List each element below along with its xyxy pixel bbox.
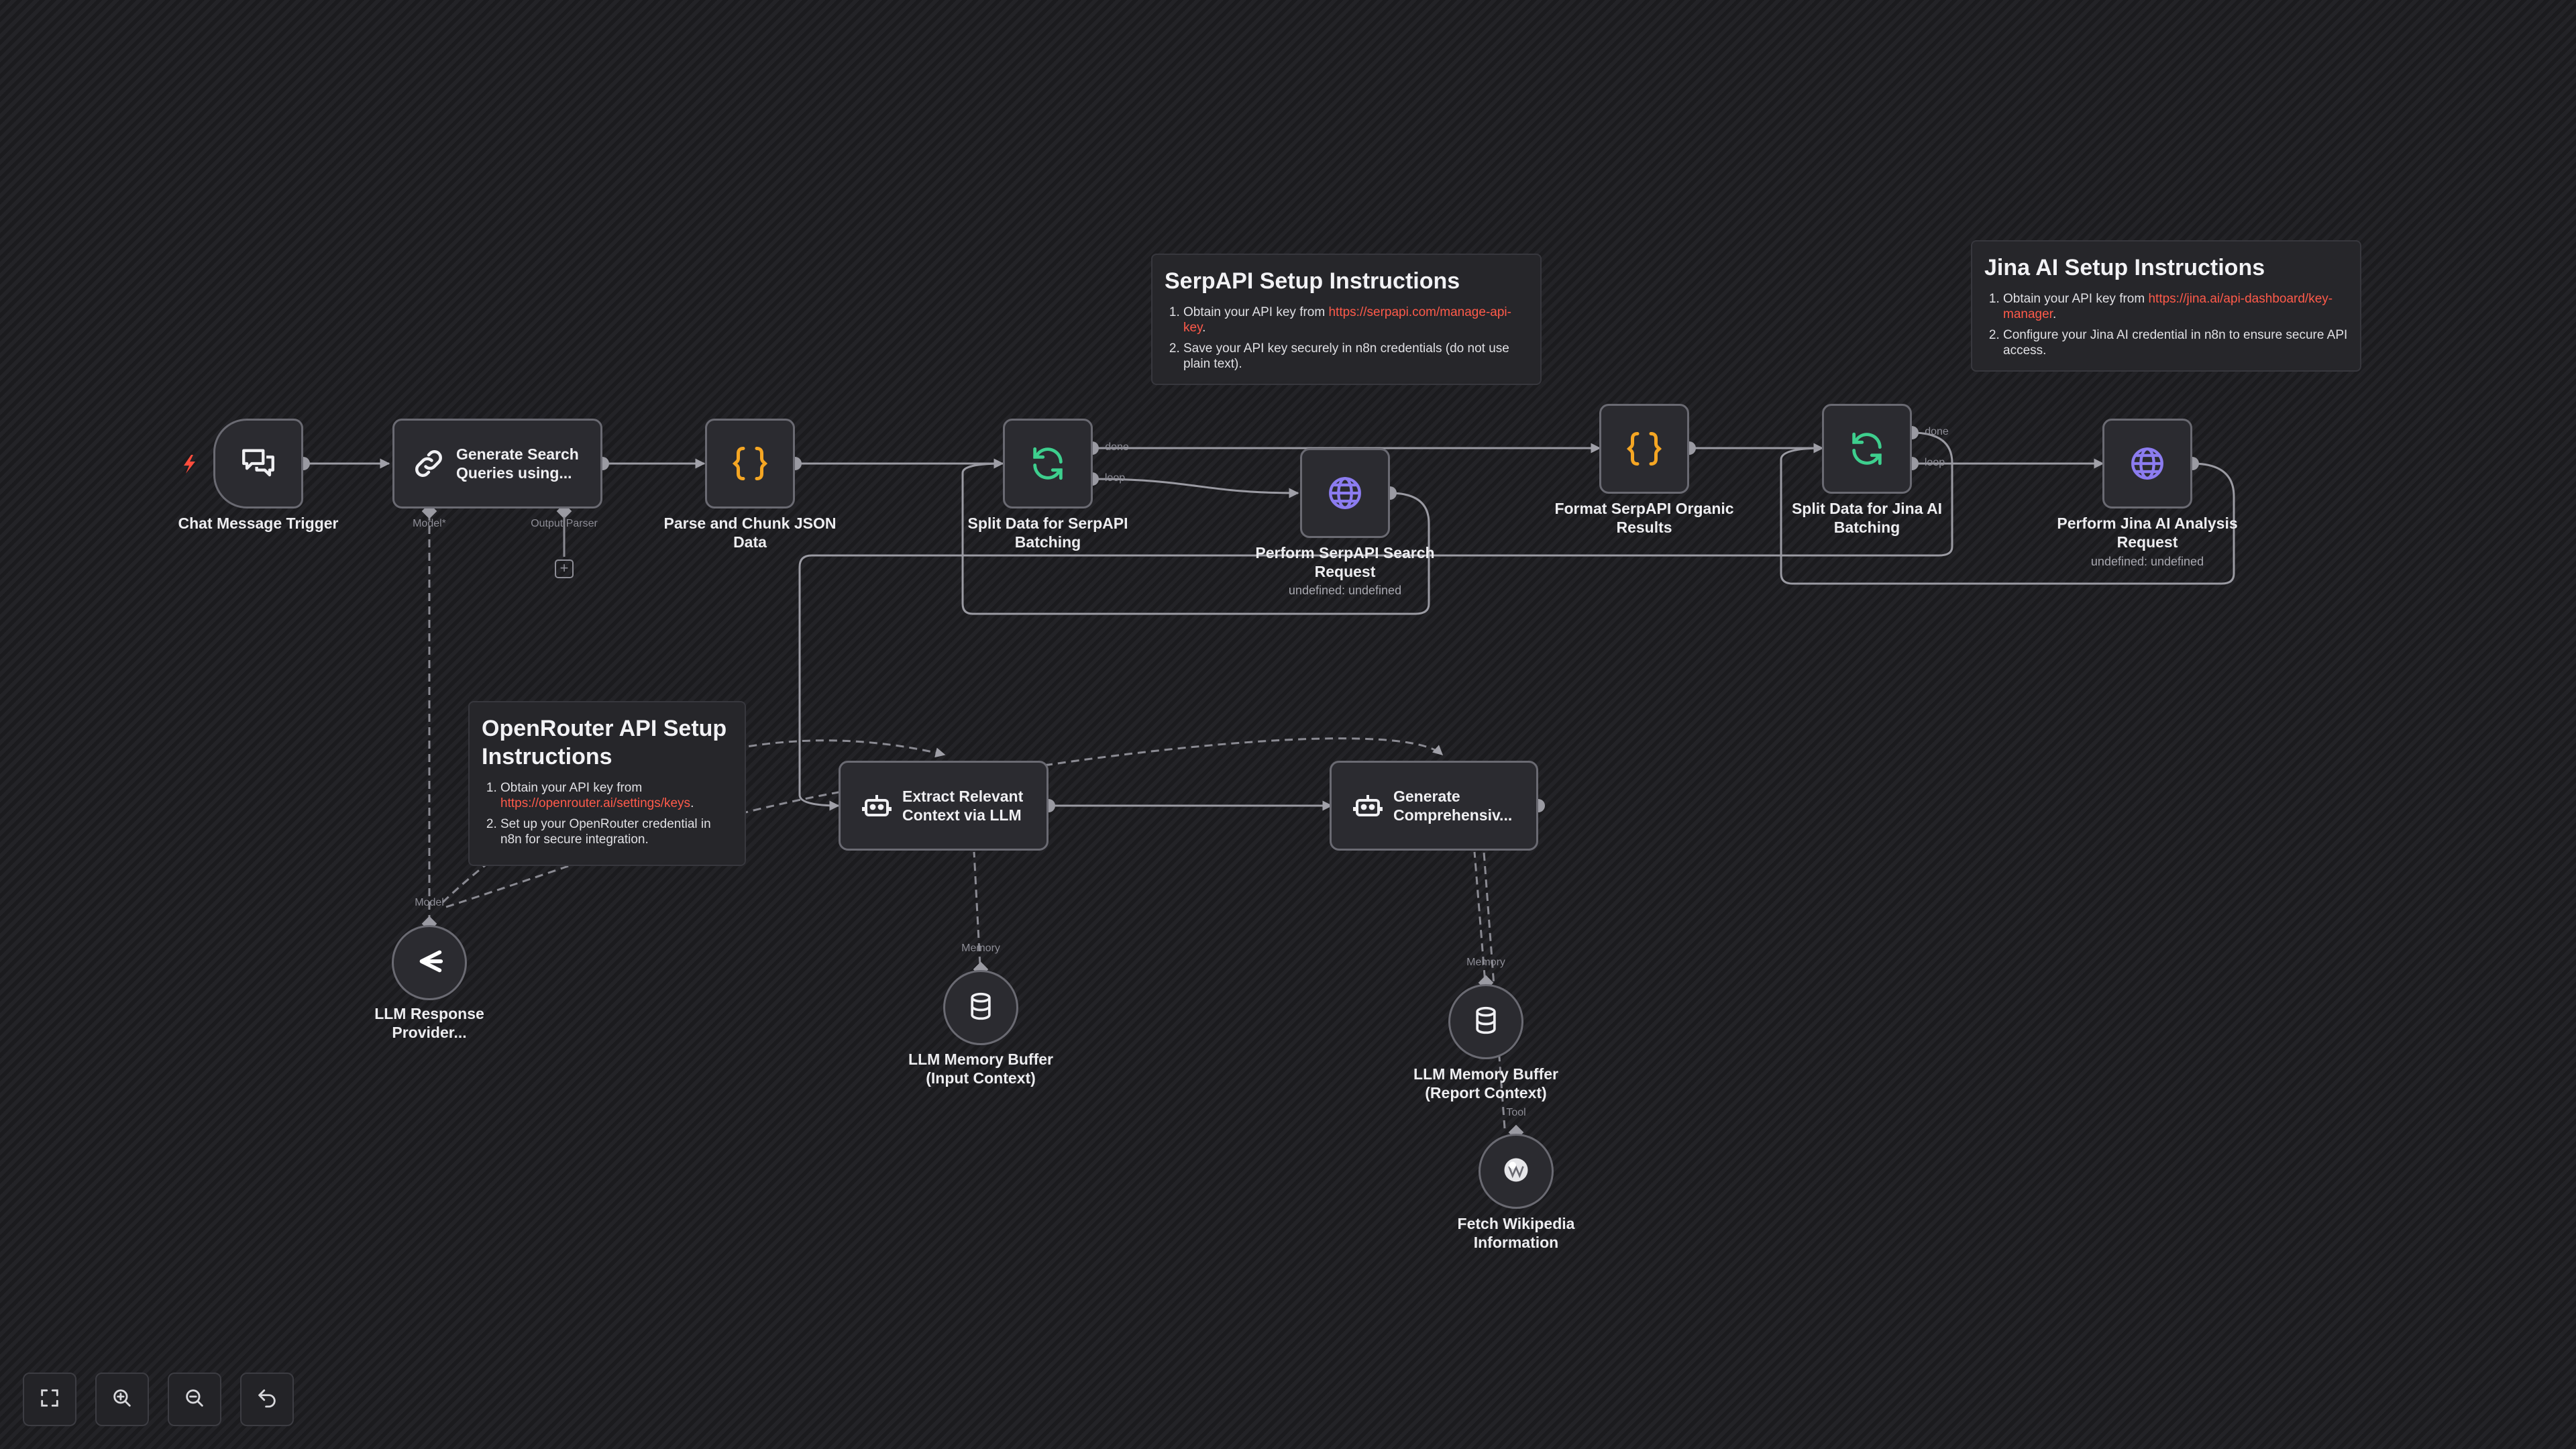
openrouter-key-link[interactable]: https://openrouter.ai/settings/keys <box>500 796 691 810</box>
sticky-serpapi-steps: Obtain your API key from https://serpapi… <box>1165 305 1528 372</box>
database-icon <box>966 991 996 1024</box>
node-extract-context[interactable]: Extract Relevant Context via LLM <box>839 761 1049 851</box>
port-label-serpapi-loop: loop <box>1104 472 1126 484</box>
sticky-jina[interactable]: Jina AI Setup Instructions Obtain your A… <box>1971 240 2361 372</box>
sticky-serpapi-title: SerpAPI Setup Instructions <box>1165 268 1460 294</box>
node-jina-request[interactable] <box>2102 419 2192 508</box>
port-label-serpapi-done: done <box>1105 441 1129 453</box>
braces-icon <box>730 443 770 484</box>
node-generate-report-title: Generate Comprehensiv... <box>1393 788 1513 824</box>
edge-serpapi-loop-back <box>961 462 1430 615</box>
globe-icon <box>1326 474 1364 513</box>
sticky-jina-title: Jina AI Setup Instructions <box>1984 255 2265 280</box>
refresh-icon <box>1847 429 1886 468</box>
node-parse-chunk-json-label: Parse and Chunk JSON Data <box>663 515 837 551</box>
undo-icon <box>256 1387 278 1413</box>
sticky-serpapi[interactable]: SerpAPI Setup Instructions Obtain your A… <box>1151 254 1542 385</box>
node-split-jina-label: Split Data for Jina AI Batching <box>1791 500 1943 536</box>
sticky-jina-step-2: Configure your Jina AI credential in n8n… <box>2003 327 2348 358</box>
sticky-jina-steps: Obtain your API key from https://jina.ai… <box>1984 291 2348 358</box>
robot-icon <box>1352 790 1384 822</box>
node-chat-trigger-label: Chat Message Trigger <box>178 515 339 532</box>
node-wikipedia-label: Fetch Wikipedia Information <box>1457 1215 1575 1251</box>
edge-memory-report <box>1473 851 1487 992</box>
node-serpapi-request[interactable] <box>1300 448 1390 538</box>
port-label-output-parser: Output Parser <box>531 518 598 529</box>
node-memory-report-label: LLM Memory Buffer (Report Context) <box>1413 1065 1558 1102</box>
port-label-memory-report: Memory <box>1466 957 1505 968</box>
node-jina-request-subtitle: undefined: undefined <box>2090 555 2204 568</box>
zoom-in-icon <box>111 1387 133 1413</box>
edge-jina-loop-back <box>1780 447 2235 585</box>
refresh-icon <box>1028 444 1067 483</box>
node-split-serpapi-label: Split Data for SerpAPI Batching <box>967 515 1128 551</box>
port-label-tool: Tool <box>1506 1107 1526 1118</box>
sticky-openrouter[interactable]: OpenRouter API Setup Instructions Obtain… <box>468 701 746 866</box>
globe-icon <box>2128 444 2167 483</box>
serpapi-key-link[interactable]: https://serpapi.com/manage-api-key <box>1183 305 1511 335</box>
node-llm-provider[interactable] <box>392 925 467 1000</box>
fit-view-icon <box>38 1387 61 1413</box>
trigger-bolt-mark <box>184 455 195 474</box>
database-icon <box>1471 1006 1501 1038</box>
node-format-serpapi-label: Format SerpAPI Organic Results <box>1554 500 1734 536</box>
openrouter-icon <box>414 946 445 980</box>
node-generate-queries[interactable]: Generate Search Queries using... <box>392 419 602 508</box>
node-wikipedia[interactable] <box>1479 1134 1554 1209</box>
edge-split-serpapi-loop-to-serpapi <box>1091 478 1299 498</box>
port-label-llm-model: Model <box>415 897 444 908</box>
node-generate-report[interactable]: Generate Comprehensiv... <box>1330 761 1538 851</box>
braces-icon <box>1624 429 1664 469</box>
zoom-in-button[interactable] <box>95 1373 149 1426</box>
edge-memory-extract <box>973 851 982 979</box>
node-format-serpapi[interactable] <box>1599 404 1689 494</box>
node-memory-input-label: LLM Memory Buffer (Input Context) <box>908 1051 1053 1087</box>
undo-button[interactable] <box>240 1373 294 1426</box>
add-output-parser-button[interactable]: + <box>555 559 574 578</box>
sticky-openrouter-title: OpenRouter API Setup Instructions <box>482 716 727 769</box>
fit-view-button[interactable] <box>23 1373 76 1426</box>
zoom-out-icon <box>183 1387 206 1413</box>
node-generate-queries-title: Generate Search Queries using... <box>456 445 579 482</box>
sticky-openrouter-steps: Obtain your API key from https://openrou… <box>482 780 733 847</box>
port-label-memory-input: Memory <box>961 943 1000 954</box>
edge-split-jina-done-to-extract <box>798 431 1953 811</box>
sticky-openrouter-step-2: Set up your OpenRouter credential in n8n… <box>500 816 733 847</box>
node-serpapi-request-subtitle: undefined: undefined <box>1288 584 1402 597</box>
node-extract-context-title: Extract Relevant Context via LLM <box>902 788 1024 824</box>
zoom-out-button[interactable] <box>168 1373 221 1426</box>
sticky-serpapi-step-2: Save your API key securely in n8n creden… <box>1183 341 1528 372</box>
port-label-jina-done: done <box>1925 426 1949 437</box>
node-memory-input[interactable] <box>943 970 1018 1045</box>
node-split-serpapi[interactable] <box>1003 419 1093 508</box>
wikipedia-icon <box>1502 1156 1530 1187</box>
jina-key-link[interactable]: https://jina.ai/api-dashboard/key-manage… <box>2003 292 2333 321</box>
node-llm-provider-label: LLM Response Provider... <box>374 1005 484 1041</box>
node-memory-report[interactable] <box>1448 984 1523 1059</box>
sticky-serpapi-step-1: Obtain your API key from https://serpapi… <box>1183 305 1528 335</box>
node-split-jina[interactable] <box>1822 404 1912 494</box>
link-icon <box>411 445 447 482</box>
node-chat-trigger[interactable] <box>213 419 303 508</box>
sticky-jina-step-1: Obtain your API key from https://jina.ai… <box>2003 291 2348 322</box>
node-jina-request-label: Perform Jina AI Analysis Request <box>2057 515 2238 551</box>
robot-icon <box>861 790 893 822</box>
node-parse-chunk-json[interactable] <box>705 419 795 508</box>
sticky-openrouter-step-1: Obtain your API key from https://openrou… <box>500 780 733 811</box>
node-serpapi-request-label: Perform SerpAPI Search Request <box>1255 544 1435 580</box>
chat-bubbles-icon <box>239 444 278 483</box>
port-label-model-required: Model* <box>413 518 446 529</box>
port-label-jina-loop: loop <box>1924 457 1945 468</box>
